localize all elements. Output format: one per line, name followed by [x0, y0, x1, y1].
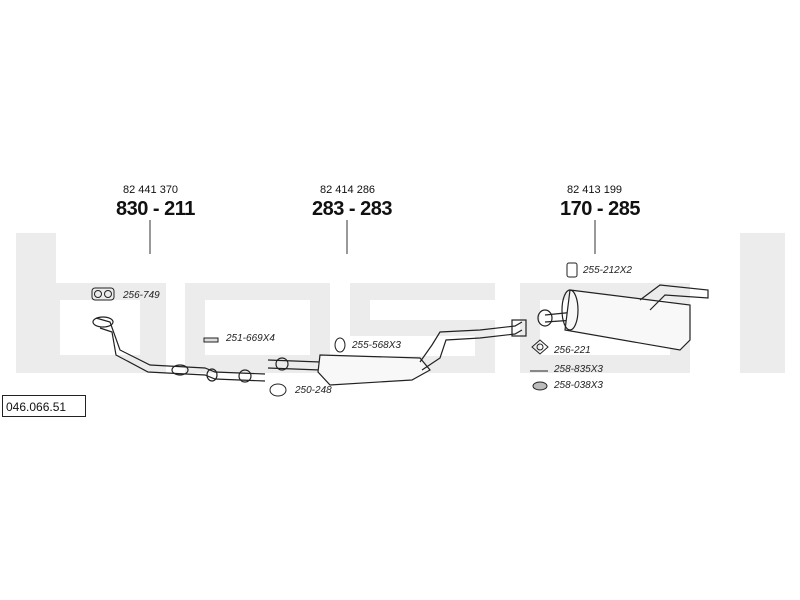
- accessory-label: 251-669X4: [226, 333, 275, 344]
- leader-lines: [149, 220, 596, 254]
- accessory-label: 255-212X2: [583, 265, 632, 276]
- part-code: 830 - 211: [116, 198, 195, 220]
- accessory-label: 258-835X3: [554, 364, 603, 375]
- catalog-number-box: 046.066.51: [2, 395, 86, 417]
- accessory-label: 250-248: [295, 385, 332, 396]
- clamp-ring-icon: [269, 383, 287, 397]
- part-code: 170 - 285: [560, 198, 641, 220]
- rear-silencer: [537, 284, 709, 351]
- accessory-label: 258-038X3: [554, 380, 603, 391]
- bolt-icon: [203, 337, 219, 343]
- front-pipe: [92, 316, 266, 383]
- accessory-label: 256-749: [123, 290, 160, 301]
- accessory-label: 255-568X3: [352, 340, 401, 351]
- rubber-mount-icon: [566, 262, 578, 278]
- nut-icon: [532, 381, 548, 391]
- part-code: 283 - 283: [312, 198, 393, 220]
- oe-number: 82 441 370: [123, 184, 179, 196]
- flange-gasket-icon: [531, 339, 549, 355]
- center-silencer: [267, 319, 527, 386]
- oe-number: 82 413 199: [567, 184, 623, 196]
- oe-number: 82 414 286: [320, 184, 376, 196]
- gasket-icon: [91, 287, 115, 301]
- clamp-icon: [334, 337, 346, 353]
- accessory-label: 256-221: [554, 345, 591, 356]
